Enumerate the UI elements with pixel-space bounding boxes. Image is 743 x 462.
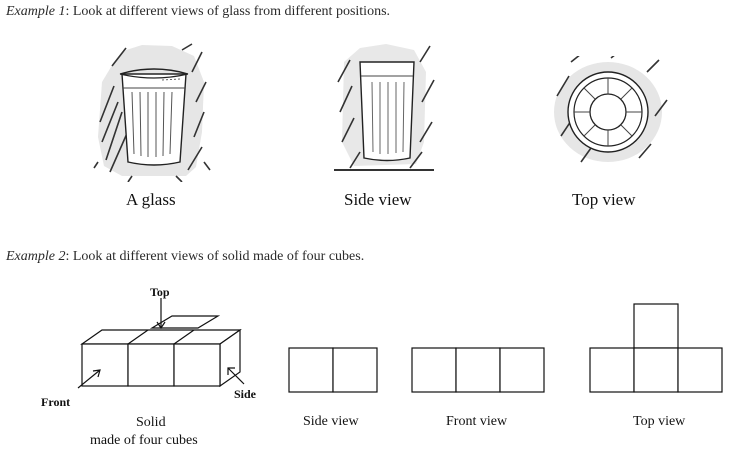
caption-top-view-solid: Top view	[633, 414, 686, 429]
example-1-text: : Look at different views of glass from …	[65, 4, 391, 19]
caption-a-glass: A glass	[126, 190, 176, 209]
caption-side-view-solid: Side view	[303, 414, 359, 429]
caption-solid-line1: Solid	[136, 415, 166, 430]
example-1-label: Example 1	[6, 4, 66, 19]
example-2-heading: Example 2: Look at different views of so…	[6, 249, 364, 265]
caption-top-view-glass: Top view	[572, 190, 636, 209]
example-2-text: : Look at different views of solid made …	[65, 249, 365, 264]
caption-side-view: Side view	[344, 190, 412, 209]
example-2-label: Example 2	[6, 249, 66, 264]
solid-front-view	[411, 347, 545, 393]
glass-top-view-illustration	[554, 56, 668, 163]
caption-solid-line2: made of four cubes	[90, 433, 198, 448]
example-1-heading: Example 1: Look at different views of gl…	[6, 4, 390, 20]
label-front: Front	[41, 395, 71, 409]
label-side: Side	[234, 387, 257, 401]
glass-side-view-illustration	[334, 44, 435, 171]
four-cubes-solid-illustration	[77, 298, 245, 389]
caption-front-view-solid: Front view	[446, 414, 508, 429]
solid-top-view	[589, 303, 723, 393]
glass-illustration	[93, 43, 211, 182]
solid-side-view	[288, 347, 378, 393]
label-top: Top	[150, 285, 170, 299]
